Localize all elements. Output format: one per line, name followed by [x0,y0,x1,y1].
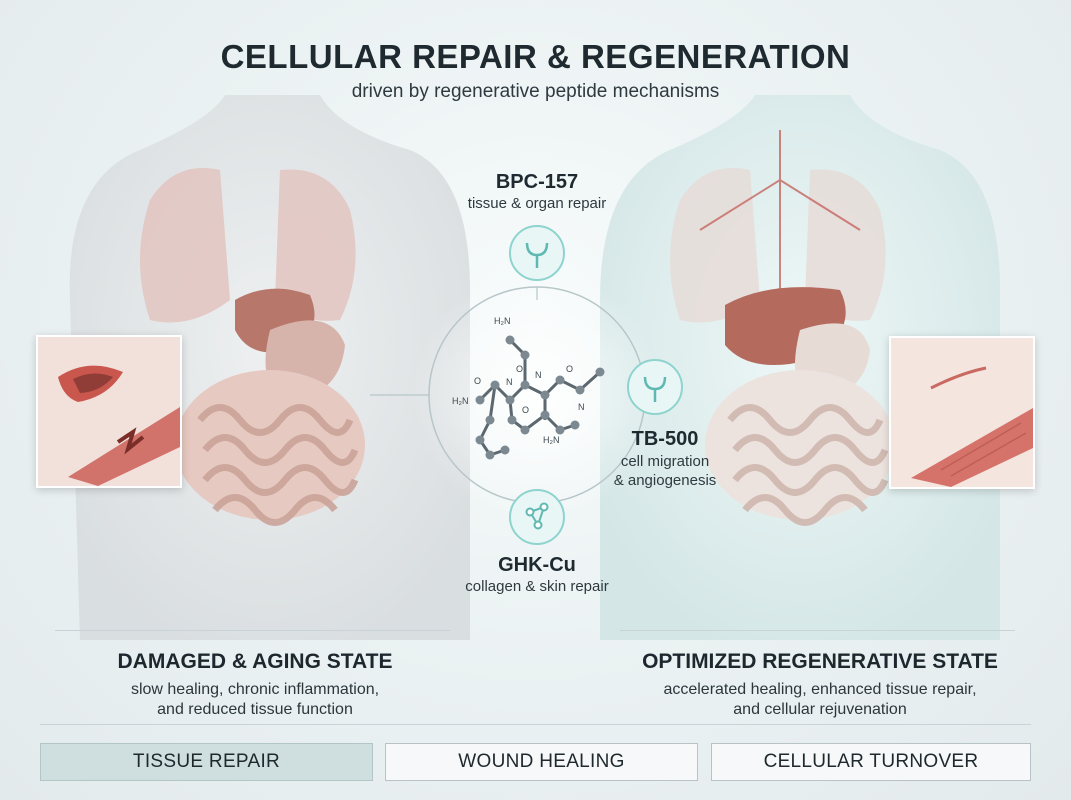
damaged-state-desc-line1: slow healing, chronic inflammation, [130,681,380,698]
damaged-state-desc-line2: and reduced tissue function [157,701,353,718]
peptide-name-tb500: TB-500 [631,428,699,450]
molecule-label: H₂N [452,396,469,406]
left-lung-b [275,169,356,321]
divider-left [55,630,450,631]
molecule-label: O [474,376,481,386]
peptide-desc-bpc157: tissue & organ repair [467,195,607,212]
wound-inset [36,335,182,488]
left-colon [175,370,365,520]
left-lung-a [140,168,230,323]
divider-bottom [40,724,1031,725]
molecule-label: O [522,405,529,415]
anatomy-illustration: H₂N N O H₂N N O O N H₂N O [69,95,1000,640]
healed-inset [889,336,1035,489]
receptor-icon [627,359,683,415]
peptide-desc-tb500-line1: cell migration [620,453,710,470]
molecule-label: H₂N [494,316,511,326]
molecule-network-icon [509,489,565,545]
page-title: CELLULAR REPAIR & REGENERATION [220,38,851,75]
divider-right [620,630,1015,631]
right-torso [600,95,1000,640]
optimized-state-title: OPTIMIZED REGENERATIVE STATE [642,650,998,673]
peptide-desc-ghkcu: collagen & skin repair [465,578,609,595]
molecule-label: H₂N [543,435,560,445]
tab-cellular-turnover[interactable]: CELLULAR TURNOVER [711,743,1031,781]
receptor-icon [509,225,565,281]
left-torso [69,95,470,640]
optimized-state-desc-line1: accelerated healing, enhanced tissue rep… [663,681,977,698]
peptide-desc-tb500-line2: & angiogenesis [613,472,717,489]
peptide-name-bpc157: BPC-157 [495,171,579,193]
molecule-label: N [535,370,542,380]
molecule-atoms [475,335,605,460]
molecule-label: N [506,377,513,387]
molecule-label: O [516,364,523,374]
peptide-name-ghkcu: GHK-Cu [498,554,576,576]
tab-tissue-repair[interactable]: TISSUE REPAIR [40,743,373,781]
peptide-hub: H₂N N O H₂N N O O N H₂N O [370,225,683,545]
damaged-state-title: DAMAGED & AGING STATE [117,650,393,673]
page-subtitle: driven by regenerative peptide mechanism… [351,81,720,102]
tab-wound-healing[interactable]: WOUND HEALING [385,743,698,781]
optimized-state-desc-line2: and cellular rejuvenation [733,701,907,718]
molecule-label: O [566,364,573,374]
molecule-label: N [578,402,585,412]
